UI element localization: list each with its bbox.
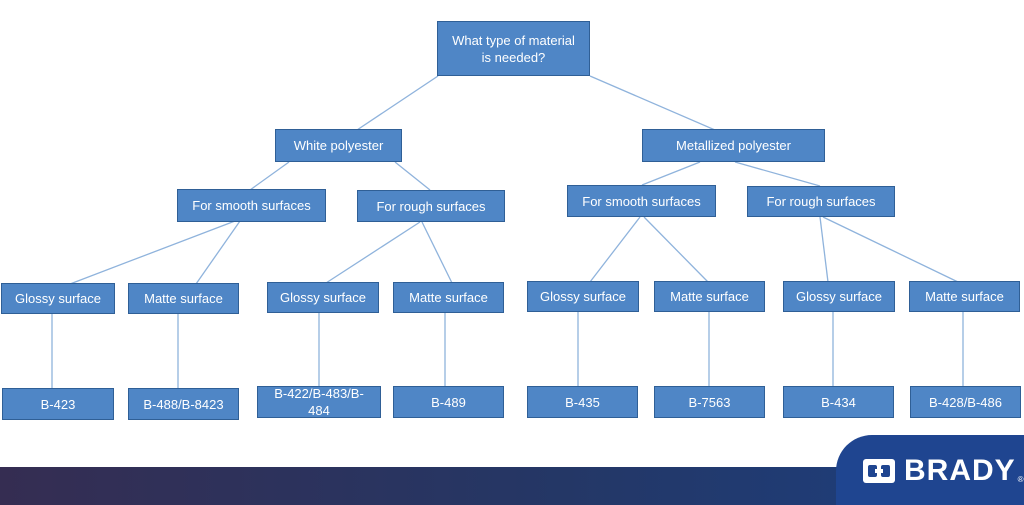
brady-logo: BRADY ®	[862, 454, 1024, 488]
edge-mrough-matte	[822, 216, 959, 283]
product-b428-b486: B-428/B-486	[910, 386, 1021, 418]
edge-wsmooth-matte	[195, 220, 241, 285]
metal-rough-surfaces-node: For rough surfaces	[747, 186, 895, 217]
brady-logo-text: BRADY	[904, 454, 1016, 487]
product-b434: B-434	[783, 386, 894, 418]
metallized-polyester-node: Metallized polyester	[642, 129, 825, 162]
product-b489: B-489	[393, 386, 504, 418]
edge-root-white	[356, 75, 439, 131]
white-rough-glossy-node: Glossy surface	[267, 282, 379, 313]
edge-white-smooth	[249, 161, 290, 191]
white-smooth-glossy-node: Glossy surface	[1, 283, 115, 314]
product-b488-b8423: B-488/B-8423	[128, 388, 239, 420]
white-smooth-surfaces-node: For smooth surfaces	[177, 189, 326, 222]
white-polyester-node: White polyester	[275, 129, 402, 162]
white-smooth-matte-node: Matte surface	[128, 283, 239, 314]
edge-msmooth-matte	[643, 216, 709, 283]
edge-metal-smooth	[641, 161, 701, 186]
product-b7563: B-7563	[654, 386, 765, 418]
metal-rough-glossy-node: Glossy surface	[783, 281, 895, 312]
root-question-node: What type of material is needed?	[437, 21, 590, 76]
product-b423: B-423	[2, 388, 114, 420]
metal-smooth-surfaces-node: For smooth surfaces	[567, 185, 716, 217]
edge-root-metal	[589, 75, 716, 131]
brady-registered-mark: ®	[1017, 475, 1024, 484]
edge-mrough-glossy	[819, 216, 829, 283]
product-b435: B-435	[527, 386, 638, 418]
edge-metal-rough	[734, 161, 821, 187]
edge-wrough-matte	[421, 221, 453, 284]
metal-smooth-matte-node: Matte surface	[654, 281, 765, 312]
metal-rough-matte-node: Matte surface	[909, 281, 1020, 312]
product-b422-b483-b484: B-422/B-483/B-484	[257, 386, 381, 418]
metal-smooth-glossy-node: Glossy surface	[527, 281, 639, 312]
edge-wrough-glossy	[325, 221, 421, 284]
brady-logo-icon	[863, 459, 895, 483]
edge-msmooth-glossy	[589, 216, 641, 283]
white-rough-matte-node: Matte surface	[393, 282, 504, 313]
edge-white-rough	[394, 161, 431, 191]
edge-wsmooth-glossy	[69, 220, 236, 285]
white-rough-surfaces-node: For rough surfaces	[357, 190, 505, 222]
